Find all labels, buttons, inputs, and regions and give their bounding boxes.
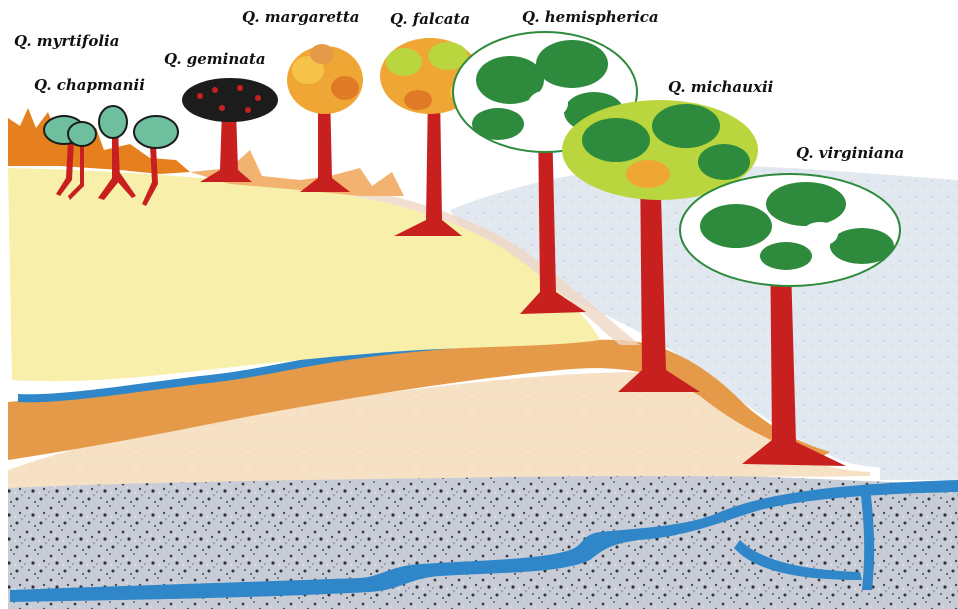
tree-geminata xyxy=(182,78,278,182)
label-chapmanii: Q. chapmanii xyxy=(34,78,145,93)
label-myrtifolia: Q. myrtifolia xyxy=(14,34,119,49)
label-virginiana: Q. virginiana xyxy=(796,146,904,161)
upland-soil-far xyxy=(880,254,958,480)
label-falcata: Q. falcata xyxy=(390,12,470,27)
label-geminata: Q. geminata xyxy=(164,52,266,67)
tree-margaretta xyxy=(287,44,363,192)
label-hemispherica: Q. hemispherica xyxy=(522,10,659,25)
label-margaretta: Q. margaretta xyxy=(242,10,360,25)
label-michauxii: Q. michauxii xyxy=(668,80,773,95)
